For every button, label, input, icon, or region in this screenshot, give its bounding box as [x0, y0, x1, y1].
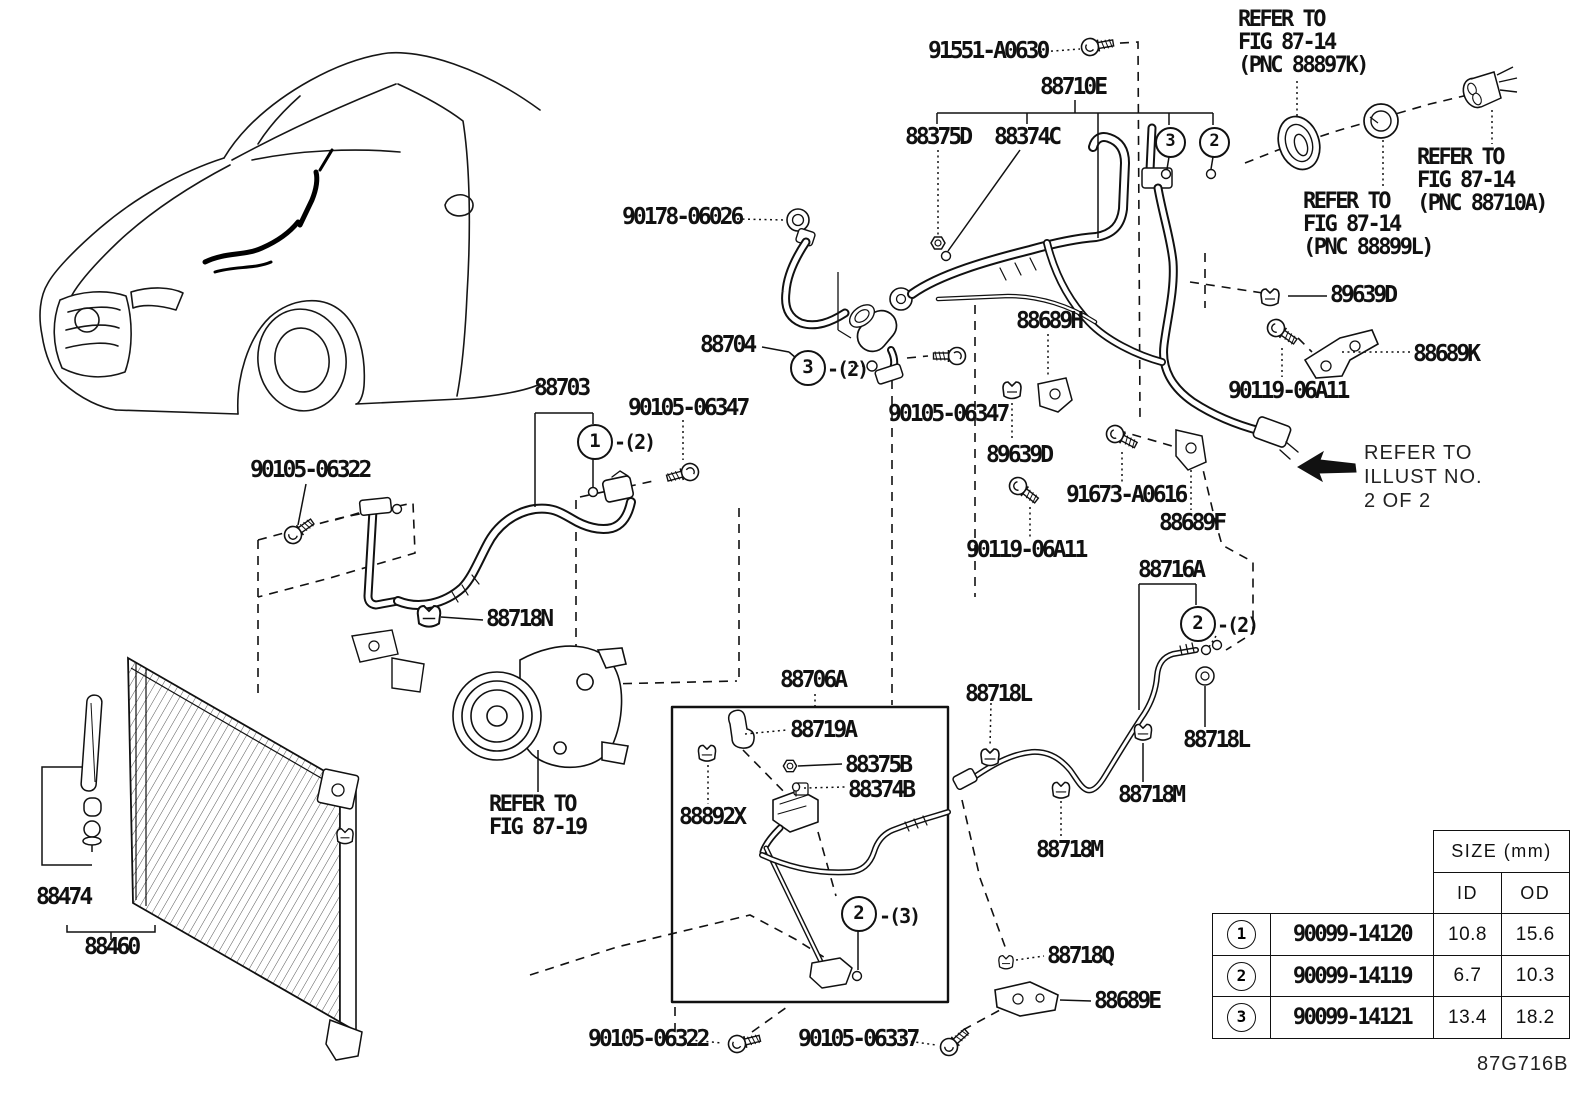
o-ring-size-table: SIZE (mm) ID OD 1 90099-14120 10.8 15.6 … — [1212, 830, 1570, 1039]
part-label-90105-06347-left[interactable]: 90105-06347 — [628, 395, 750, 421]
table-row3-part[interactable]: 90099-14121 — [1269, 996, 1435, 1039]
part-label-88703[interactable]: 88703 — [534, 375, 591, 401]
part-label-88710E[interactable]: 88710E — [1040, 74, 1108, 100]
part-label-89639D-mid[interactable]: 89639D — [986, 442, 1054, 468]
part-label-88719A[interactable]: 88719A — [790, 717, 858, 743]
grommet-88897K-icon — [1277, 115, 1321, 171]
part-label-90119-06A11-right[interactable]: 90119-06A11 — [1228, 378, 1350, 404]
part-label-88718Q[interactable]: 88718Q — [1047, 943, 1115, 969]
suction-hose-88703 — [358, 470, 636, 610]
part-label-88892X[interactable]: 88892X — [679, 804, 747, 830]
table-row2-callout: 2 — [1212, 954, 1271, 998]
vehicle-ac-harness-highlight — [202, 148, 334, 274]
table-row1-id: 10.8 — [1433, 913, 1502, 956]
part-label-88474[interactable]: 88474 — [36, 884, 93, 910]
part-label-90105-06347-right[interactable]: 90105-06347 — [888, 401, 1010, 427]
callout-2-right-qty: -(2) — [1217, 613, 1259, 637]
part-label-88460[interactable]: 88460 — [84, 934, 141, 960]
part-label-88706A[interactable]: 88706A — [780, 667, 848, 693]
part-label-91551-A0630[interactable]: 91551-A0630 — [928, 38, 1050, 64]
part-label-88375B[interactable]: 88375B — [845, 752, 913, 778]
part-label-88716A[interactable]: 88716A — [1138, 557, 1206, 583]
vehicle-outline — [39, 51, 541, 415]
receiver-drier-parts-88474 — [80, 694, 103, 852]
drawing-code: 87G716B — [1477, 1053, 1569, 1075]
part-label-90105-06322-top[interactable]: 90105-06322 — [250, 457, 372, 483]
table-row1-callout: 1 — [1212, 913, 1271, 956]
condenser-88460 — [127, 629, 425, 1061]
discharge-hose-88704 — [781, 208, 904, 385]
table-row3-od: 18.2 — [1500, 996, 1570, 1039]
table-row2-id: 6.7 — [1433, 954, 1502, 998]
cap-88710A-icon — [1462, 66, 1518, 109]
part-label-88689F[interactable]: 88689F — [1159, 510, 1227, 536]
part-label-88374C[interactable]: 88374C — [994, 124, 1062, 150]
size-table-col-od: OD — [1500, 871, 1570, 915]
tube-subassembly-88706A — [670, 705, 951, 1004]
bottom-hardware — [994, 954, 1059, 1017]
construction-dashed-lines — [257, 41, 1469, 1038]
table-row2-part[interactable]: 90099-14119 — [1269, 954, 1435, 998]
table-row2-od: 10.3 — [1500, 954, 1570, 998]
part-label-88375D[interactable]: 88375D — [905, 124, 973, 150]
callout-1-qty: -(2) — [614, 430, 656, 454]
part-label-88704[interactable]: 88704 — [700, 332, 757, 358]
callout-2-box-qty: -(3) — [879, 904, 921, 928]
ring-88899L-icon — [1363, 103, 1399, 139]
callout-2-box[interactable]: 2 — [841, 896, 877, 932]
part-label-90178-06026[interactable]: 90178-06026 — [622, 204, 744, 230]
part-label-88718M-a[interactable]: 88718M — [1118, 782, 1186, 808]
callout-1[interactable]: 1 — [577, 424, 613, 460]
size-table-col-id: ID — [1433, 871, 1502, 915]
part-label-90105-06322-bottom[interactable]: 90105-06322 — [588, 1026, 710, 1052]
part-label-90105-06337[interactable]: 90105-06337 — [798, 1026, 920, 1052]
callout-3-top[interactable]: 3 — [1155, 127, 1186, 158]
table-row3-callout: 3 — [1212, 996, 1271, 1039]
table-row1-od: 15.6 — [1500, 913, 1570, 956]
compressor — [452, 645, 629, 792]
part-label-88689H[interactable]: 88689H — [1016, 308, 1084, 334]
part-label-88718L-b[interactable]: 88718L — [1183, 727, 1251, 753]
right-cluster-hardware — [1002, 288, 1380, 471]
part-label-88718M-b[interactable]: 88718M — [1036, 837, 1104, 863]
part-label-89639D-right[interactable]: 89639D — [1330, 282, 1398, 308]
table-row3-id: 13.4 — [1433, 996, 1502, 1039]
part-label-91673-A0616[interactable]: 91673-A0616 — [1066, 482, 1188, 508]
label-leader-lines — [297, 48, 1493, 1046]
callout-2-top[interactable]: 2 — [1199, 127, 1230, 158]
part-label-88689E[interactable]: 88689E — [1094, 988, 1162, 1014]
size-table-title: SIZE (mm) — [1433, 830, 1570, 873]
liquid-pipe-88716A — [952, 639, 1223, 799]
label-brackets-left — [41, 766, 156, 940]
part-label-88718L-a[interactable]: 88718L — [965, 681, 1033, 707]
refer-arrow-icon — [1297, 450, 1357, 483]
part-label-88718N[interactable]: 88718N — [486, 606, 554, 632]
part-label-88689K[interactable]: 88689K — [1413, 341, 1481, 367]
callout-3[interactable]: 3 — [790, 350, 826, 386]
pipe-assembly-88710E — [889, 123, 1299, 460]
part-label-88374B[interactable]: 88374B — [848, 777, 916, 803]
callout-2-right[interactable]: 2 — [1180, 606, 1216, 642]
part-label-90119-06A11-mid[interactable]: 90119-06A11 — [966, 537, 1088, 563]
callout-3-qty: -(2) — [827, 357, 869, 381]
table-row1-part[interactable]: 90099-14120 — [1269, 913, 1435, 956]
